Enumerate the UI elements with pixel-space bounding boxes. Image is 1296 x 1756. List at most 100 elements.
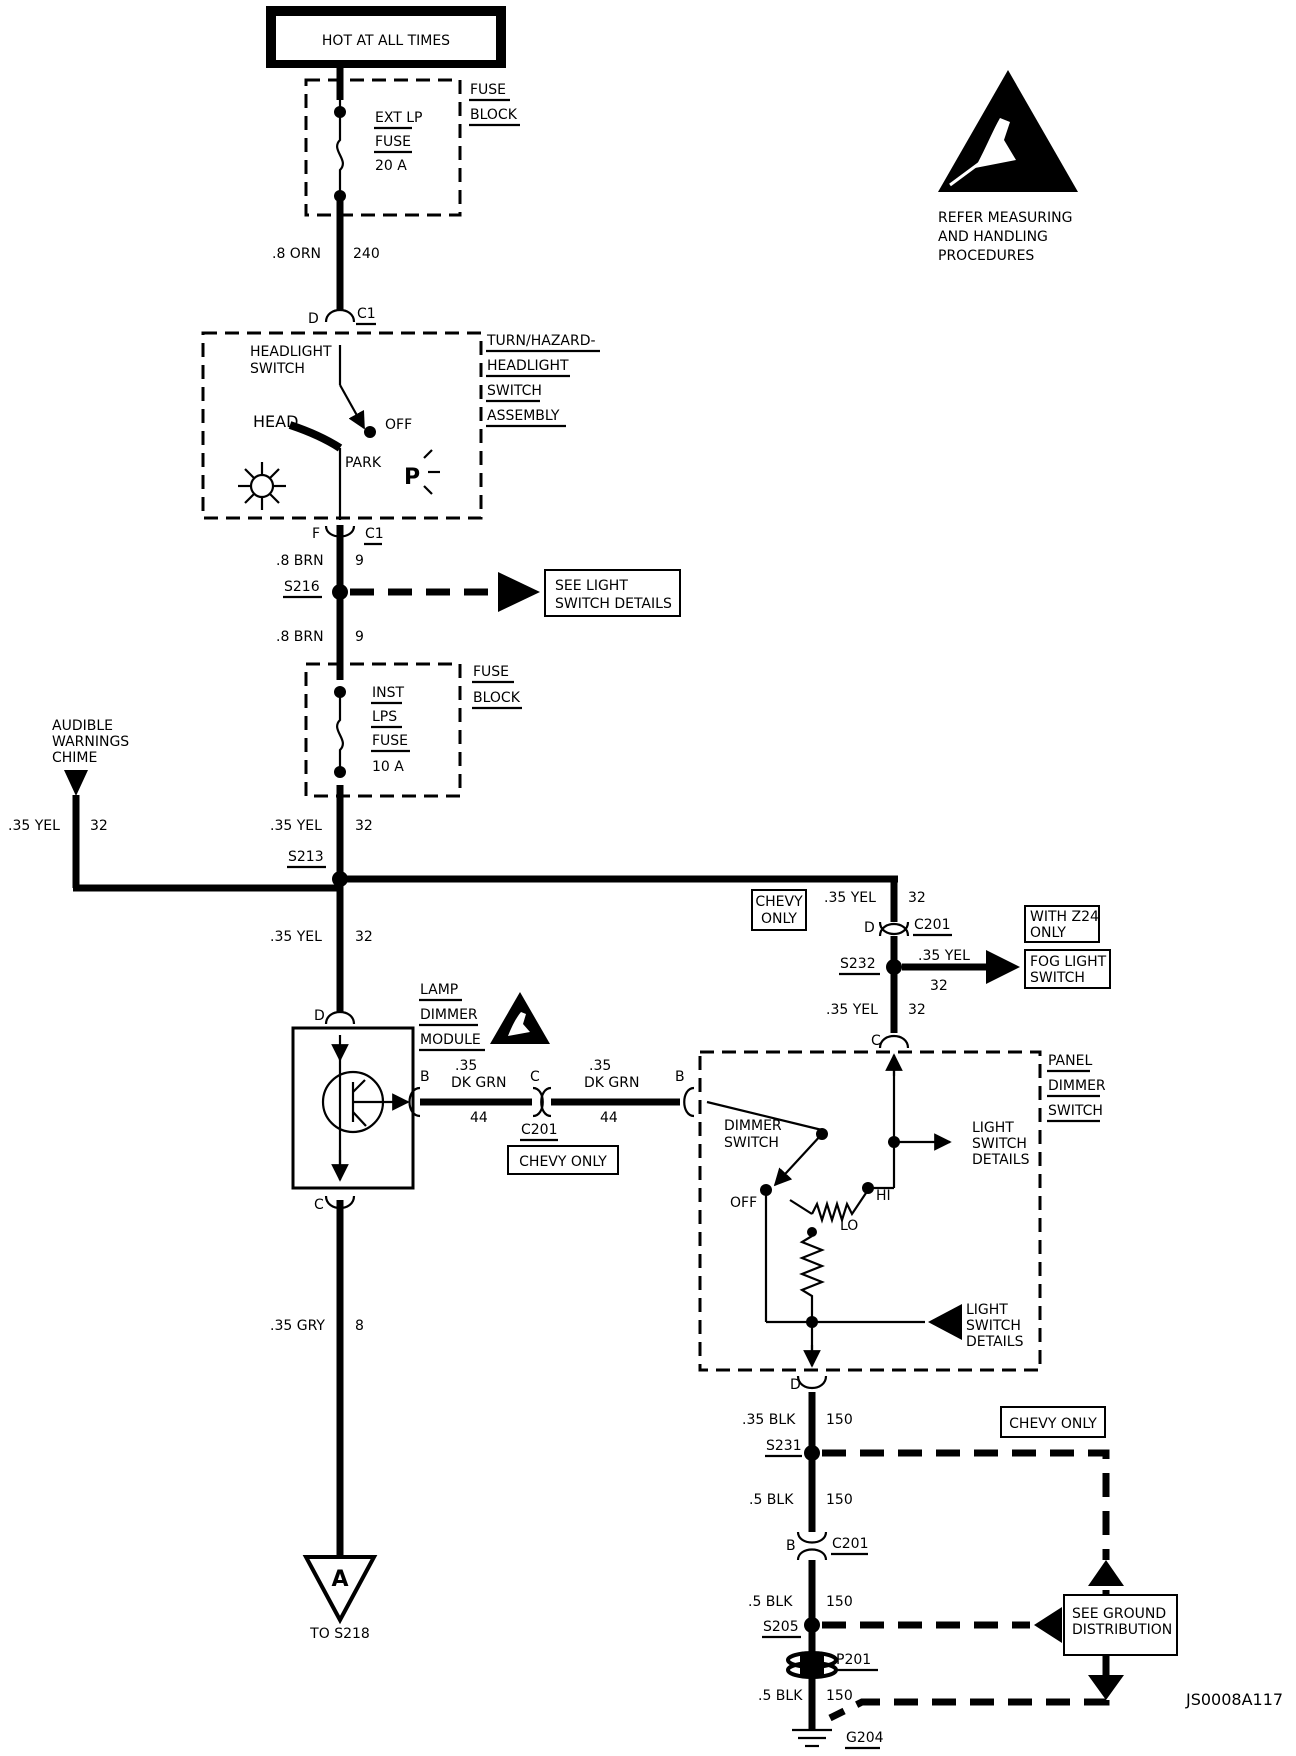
off-page-letter: A [331, 1567, 348, 1592]
wire-44a-size2: DK GRN [451, 1075, 506, 1091]
hl-off-label: OFF [385, 417, 412, 433]
wire-8-size: .35 GRY [270, 1318, 325, 1334]
see-light-switch-1: SEE LIGHT [555, 578, 628, 594]
wire-240-size: .8 ORN [272, 246, 321, 262]
off-page-connector-a: A TO S218 [302, 1555, 378, 1642]
fuse2-name-2: LPS [372, 709, 397, 725]
off-page-label: TO S218 [309, 1626, 370, 1642]
inst-lps-fuse: INST LPS FUSE 10 A FUSE BLOCK [304, 662, 522, 798]
s232-label: S232 [840, 956, 876, 972]
splice-s216: S216 [283, 572, 540, 612]
wire-150d-circuit: 150 [826, 1688, 853, 1704]
fog-light-switch-box: FOG LIGHT SWITCH [1024, 949, 1111, 989]
s216-label: S216 [284, 579, 320, 595]
hl-title-1: TURN/HAZARD- [486, 333, 596, 349]
chevy-only-1-line1: CHEVY [755, 894, 803, 910]
panel-dimmer-label-2: SWITCH [724, 1135, 779, 1151]
fuse2-block-2: BLOCK [473, 690, 521, 706]
chevy-only-2-label: CHEVY ONLY [519, 1154, 607, 1170]
hot-at-all-times-box: HOT AT ALL TIMES [266, 6, 506, 68]
chevy-only-1-line2: ONLY [761, 911, 797, 927]
connector-c201-b: B C201 [786, 1531, 869, 1561]
light-details-2-line2: SWITCH [966, 1318, 1021, 1334]
s231-label: S231 [766, 1438, 802, 1454]
connector-c201-d: D C201 [864, 917, 952, 937]
diagram-id: JS0008A117 [1185, 1690, 1283, 1709]
fuse1-block-2: BLOCK [470, 107, 518, 123]
light-details-1-line3: DETAILS [972, 1152, 1030, 1168]
light-details-1-line2: SWITCH [972, 1136, 1027, 1152]
fuse2-rating: 10 A [372, 759, 404, 775]
c201-c-pin: C [530, 1069, 540, 1085]
c201-b-pin: B [786, 1538, 796, 1554]
hl-head-label: HEAD [253, 412, 298, 431]
ldm-label-1: LAMP [420, 982, 458, 998]
hl-title-3: SWITCH [487, 383, 542, 399]
panel-dimmer-label-1: DIMMER [724, 1118, 782, 1134]
wire-32-right-circuit: 32 [908, 890, 926, 906]
wire-8-circuit: 8 [355, 1318, 364, 1334]
wire-44b-circuit: 44 [600, 1110, 618, 1126]
wire-32-left-size: .35 YEL [8, 818, 60, 834]
audible-warnings-chime: AUDIBLE WARNINGS CHIME [52, 718, 340, 892]
fuse1-block-1: FUSE [470, 82, 506, 98]
panel-dimmer-switch: B C DIMMER SWITCH OFF HI LO LIGHT SWITCH… [675, 1033, 1106, 1393]
hl-switch-label-2: SWITCH [250, 361, 305, 377]
light-details-2-line1: LIGHT [966, 1302, 1008, 1318]
g204-label: G204 [846, 1730, 884, 1746]
splice-s232: S232 .35 YEL 32 [839, 948, 1020, 994]
c1-top-name: C1 [357, 306, 376, 322]
connector-c1-top: D C1 [308, 306, 376, 327]
wire-32-below-circuit: 32 [355, 929, 373, 945]
ground-dist-2: DISTRIBUTION [1072, 1622, 1172, 1638]
wire-32-below-size: .35 YEL [270, 929, 322, 945]
wire-150c-size: .5 BLK [748, 1594, 793, 1610]
panel-title-2: DIMMER [1048, 1078, 1106, 1094]
fuse1-name-2: FUSE [375, 134, 411, 150]
head-contact [288, 421, 343, 452]
wire-150c-circuit: 150 [826, 1594, 853, 1610]
wire-150a-circuit: 150 [826, 1412, 853, 1428]
hl-title-4: ASSEMBLY [487, 408, 560, 424]
headlight-switch-assembly: HEADLIGHT SWITCH OFF HEAD PARK P [201, 331, 600, 520]
wire-32-main-size: .35 YEL [270, 818, 322, 834]
ext-lp-fuse: EXT LP FUSE 20 A FUSE BLOCK [304, 78, 520, 217]
wire-9a-size: .8 BRN [276, 553, 324, 569]
chevy-only-box-2: CHEVY ONLY [507, 1145, 619, 1175]
headlamp-icon [238, 462, 286, 510]
panel-pin-d: D [790, 1377, 801, 1393]
wire-150b-circuit: 150 [826, 1492, 853, 1508]
wire-150b-size: .5 BLK [749, 1492, 794, 1508]
fuse2-name-3: FUSE [372, 733, 408, 749]
splice-s205: S205 [762, 1607, 1062, 1643]
ldm-label-2: DIMMER [420, 1007, 478, 1023]
connector-c201-c: C C201 [520, 1069, 558, 1142]
with-z24-1: WITH Z24 [1030, 909, 1099, 925]
hot-at-all-times-label: HOT AT ALL TIMES [322, 33, 450, 49]
chevy-only-3-label: CHEVY ONLY [1009, 1416, 1097, 1432]
c201-d-name: C201 [914, 917, 951, 933]
wire-44a-circuit: 44 [470, 1110, 488, 1126]
panel-title-1: PANEL [1048, 1053, 1092, 1069]
wire-32-fog-size: .35 YEL [918, 948, 970, 964]
panel-title-3: SWITCH [1048, 1103, 1103, 1119]
see-light-switch-2: SWITCH DETAILS [555, 596, 672, 612]
ldm-pin-d: D [314, 1008, 325, 1024]
wire-150a-size: .35 BLK [742, 1412, 796, 1428]
ground-dist-1: SEE GROUND [1072, 1606, 1166, 1622]
esd-warning: REFER MEASURING AND HANDLING PROCEDURES [938, 70, 1078, 264]
hl-park-label: PARK [345, 455, 382, 471]
light-details-1-line1: LIGHT [972, 1120, 1014, 1136]
park-lamp-icon: P [404, 449, 440, 495]
c1-bottom-pin: F [312, 526, 320, 542]
wire-9b-size: .8 BRN [276, 629, 324, 645]
wire-32-left-circuit: 32 [90, 818, 108, 834]
wire-32-panel-size: .35 YEL [826, 1002, 878, 1018]
ldm-label-3: MODULE [420, 1032, 481, 1048]
off-contact [364, 426, 376, 438]
fog-switch-1: FOG LIGHT [1030, 954, 1107, 970]
ground-g204: G204 [792, 1695, 884, 1750]
wire-44b-size1: .35 [589, 1058, 611, 1074]
c1-top-pin: D [308, 311, 319, 327]
with-z24-2: ONLY [1030, 925, 1066, 941]
